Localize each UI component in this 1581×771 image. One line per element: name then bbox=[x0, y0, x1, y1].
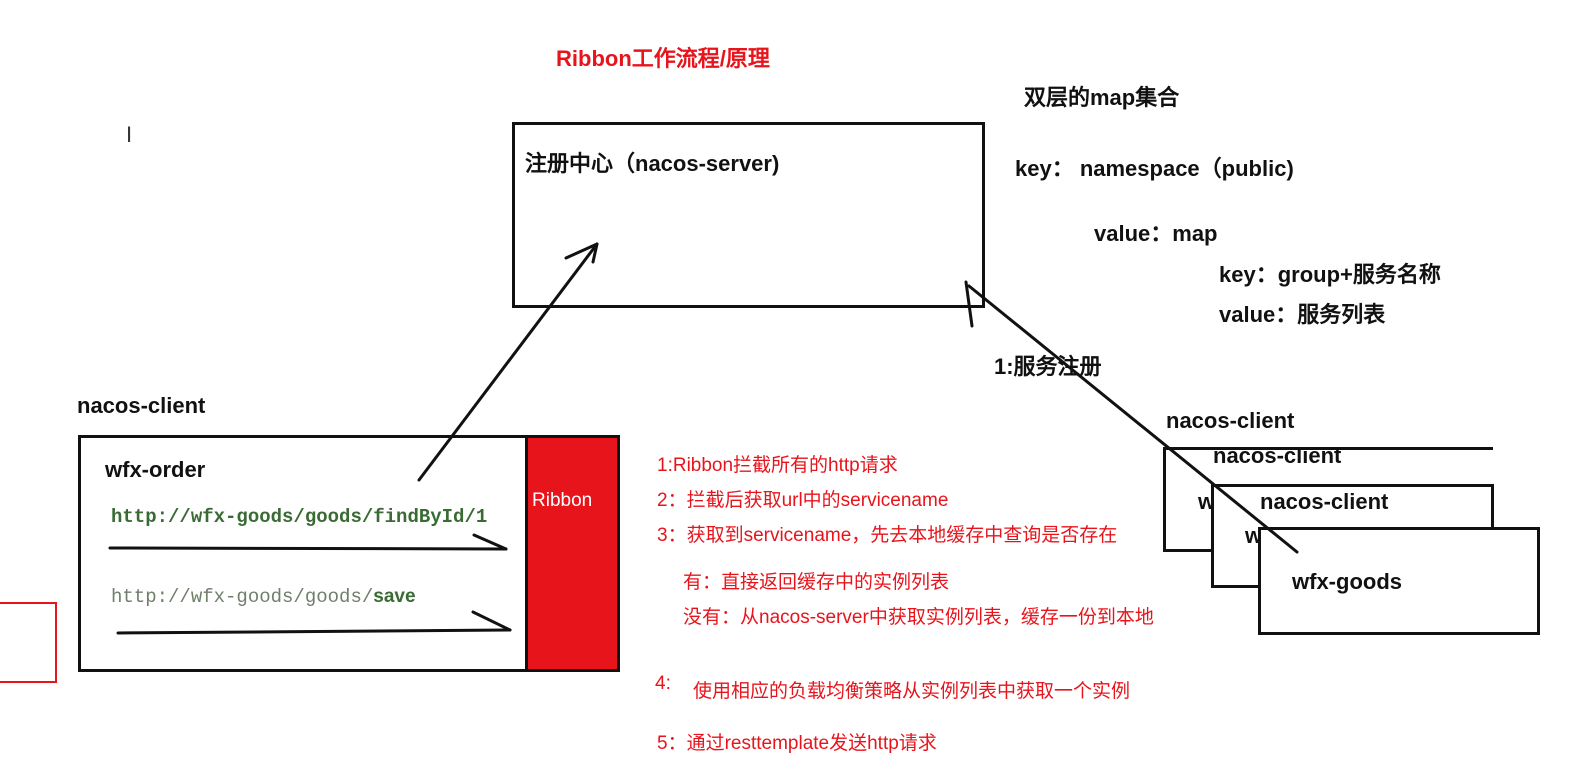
step-3-yes: 有：直接返回缓存中的实例列表 bbox=[683, 572, 950, 593]
map-inner-key: key：group+服务名称 bbox=[1219, 262, 1441, 287]
step-3-no: 没有：从nacos-server中获取实例列表，缓存一份到本地 bbox=[683, 607, 1154, 628]
map-key-line: key： namespace（public) bbox=[1015, 156, 1294, 181]
goods-client-label-3: nacos-client bbox=[1260, 489, 1389, 514]
red-outline-rect bbox=[0, 602, 57, 683]
url-save: http://wfx-goods/goods/save bbox=[111, 587, 416, 607]
order-service-name: wfx-order bbox=[105, 457, 206, 482]
goods-hidden-fragment-1: w bbox=[1198, 489, 1216, 514]
step-4-text: 使用相应的负载均衡策略从实例列表中获取一个实例 bbox=[693, 681, 1131, 702]
ribbon-block bbox=[525, 435, 620, 672]
text-cursor-icon: I bbox=[126, 122, 133, 147]
intercept-arrow-2-head bbox=[471, 610, 512, 632]
map-value-line: value：map bbox=[1094, 221, 1218, 246]
step-4-number: 4: bbox=[655, 673, 671, 694]
intercept-arrow-2-shaft bbox=[116, 628, 512, 635]
url-save-suffix: save bbox=[373, 586, 416, 607]
intercept-arrow-1-shaft bbox=[108, 546, 508, 551]
goods-client-label-2: nacos-client bbox=[1213, 443, 1342, 468]
registry-box bbox=[512, 122, 985, 308]
url-find-by-id: http://wfx-goods/goods/findById/1 bbox=[111, 506, 488, 528]
step-3: 3：获取到servicename，先去本地缓存中查询是否存在 bbox=[657, 525, 1118, 546]
goods-hidden-fragment-2: w bbox=[1245, 523, 1263, 548]
goods-box-3 bbox=[1258, 527, 1540, 635]
ribbon-label: Ribbon bbox=[532, 490, 593, 511]
goods-client-label-1: nacos-client bbox=[1166, 408, 1295, 433]
step-5: 5：通过resttemplate发送http请求 bbox=[657, 733, 937, 754]
step-2: 2：拦截后获取url中的servicename bbox=[657, 490, 949, 511]
step-1: 1:Ribbon拦截所有的http请求 bbox=[657, 455, 898, 476]
registration-arrow-head bbox=[964, 280, 974, 328]
order-client-label: nacos-client bbox=[77, 393, 206, 418]
request-arrow-head bbox=[564, 242, 599, 264]
registration-arrow-shaft bbox=[967, 284, 1299, 554]
diagram-title: Ribbon工作流程/原理 bbox=[556, 46, 770, 71]
map-heading: 双层的map集合 bbox=[1024, 85, 1180, 110]
registry-label: 注册中心（nacos-server) bbox=[525, 151, 780, 176]
url-save-prefix: http://wfx-goods/goods/ bbox=[111, 586, 374, 608]
intercept-arrow-1-head bbox=[472, 533, 508, 551]
goods-service-name: wfx-goods bbox=[1292, 569, 1402, 594]
map-inner-value: value：服务列表 bbox=[1219, 302, 1386, 327]
request-arrow-shaft bbox=[417, 242, 599, 482]
